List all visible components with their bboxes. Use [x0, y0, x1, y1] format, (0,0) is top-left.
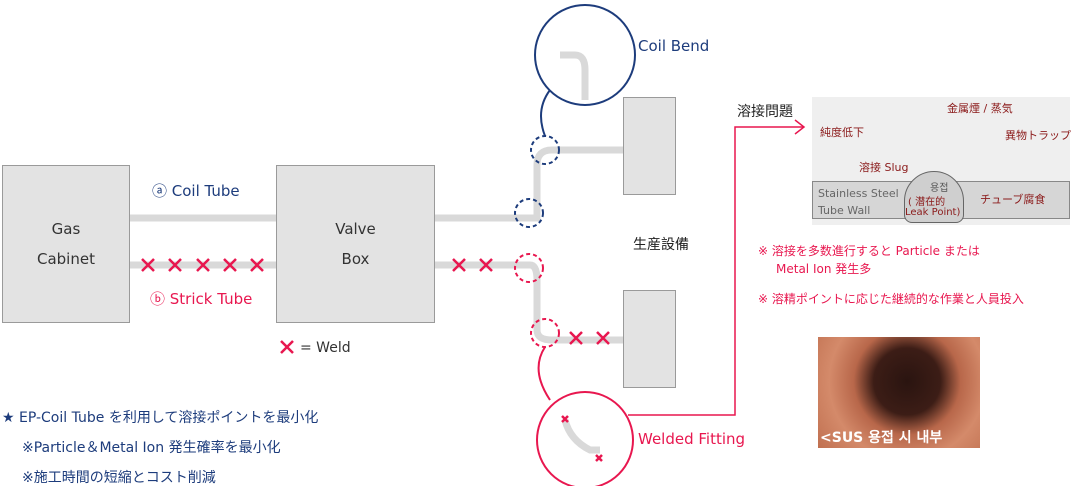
- coil-tube-label: ⓐ Coil Tube: [152, 182, 240, 200]
- valve-box-label-2: Box: [341, 250, 370, 268]
- summary-note-1: ※Particle＆Metal Ion 発生確率を最小化: [22, 440, 281, 456]
- gas-cabinet-label-2: Cabinet: [37, 250, 95, 268]
- strick-tube-label: ⓑ Strick Tube: [150, 290, 253, 308]
- leak-label-1: ( 潜在的: [908, 197, 946, 208]
- note-1: ※ 溶接を多数進行すると Particle または: [758, 244, 980, 258]
- weld-kr-label: 용접: [930, 183, 949, 194]
- note-1b: Metal Ion 発生多: [776, 262, 872, 276]
- photo-caption: <SUS 용접 시 내부: [820, 430, 943, 446]
- welded-fitting-circle: [536, 391, 634, 486]
- summary-note-2: ※施工時間の短縮とコスト削減: [22, 470, 216, 486]
- welded-fitting-label: Welded Fitting: [638, 430, 746, 448]
- wall-label-1: Stainless Steel: [818, 187, 899, 200]
- welding-illustration: 金属煙 / 蒸気 純度低下 異物トラップ 溶接 Slug 용접 ( 潜在的 Le…: [812, 97, 1071, 225]
- fume-label: 金属煙 / 蒸気: [947, 102, 1013, 115]
- equipment-box-bottom: [623, 290, 676, 388]
- slug-label: 溶接 Slug: [859, 161, 909, 174]
- gas-cabinet-label: Gas: [51, 220, 81, 238]
- equipment-label: 生産設備: [633, 237, 689, 253]
- summary-headline: ★ EP-Coil Tube を利用して溶接ポイントを最小化: [2, 410, 319, 426]
- weld-legend: = Weld: [300, 340, 351, 356]
- welding-problem-title: 溶接問題: [737, 104, 793, 120]
- corrosion-label: チューブ腐食: [980, 193, 1046, 206]
- weld-interior-photo: <SUS 용접 시 내부: [818, 337, 980, 448]
- equipment-box-top: [623, 97, 676, 195]
- valve-box-label: Valve: [335, 220, 376, 238]
- purity-label: 純度低下: [820, 126, 864, 139]
- trap-label: 異物トラップ: [1005, 129, 1071, 142]
- coil-bend-circle: [534, 4, 636, 106]
- leak-label-2: Leak Point): [905, 207, 961, 218]
- coil-bend-label: Coil Bend: [638, 37, 710, 55]
- note-2: ※ 溶精ポイントに応じた継続的な作業と人員投入: [758, 292, 1024, 306]
- wall-label-2: Tube Wall: [818, 204, 871, 217]
